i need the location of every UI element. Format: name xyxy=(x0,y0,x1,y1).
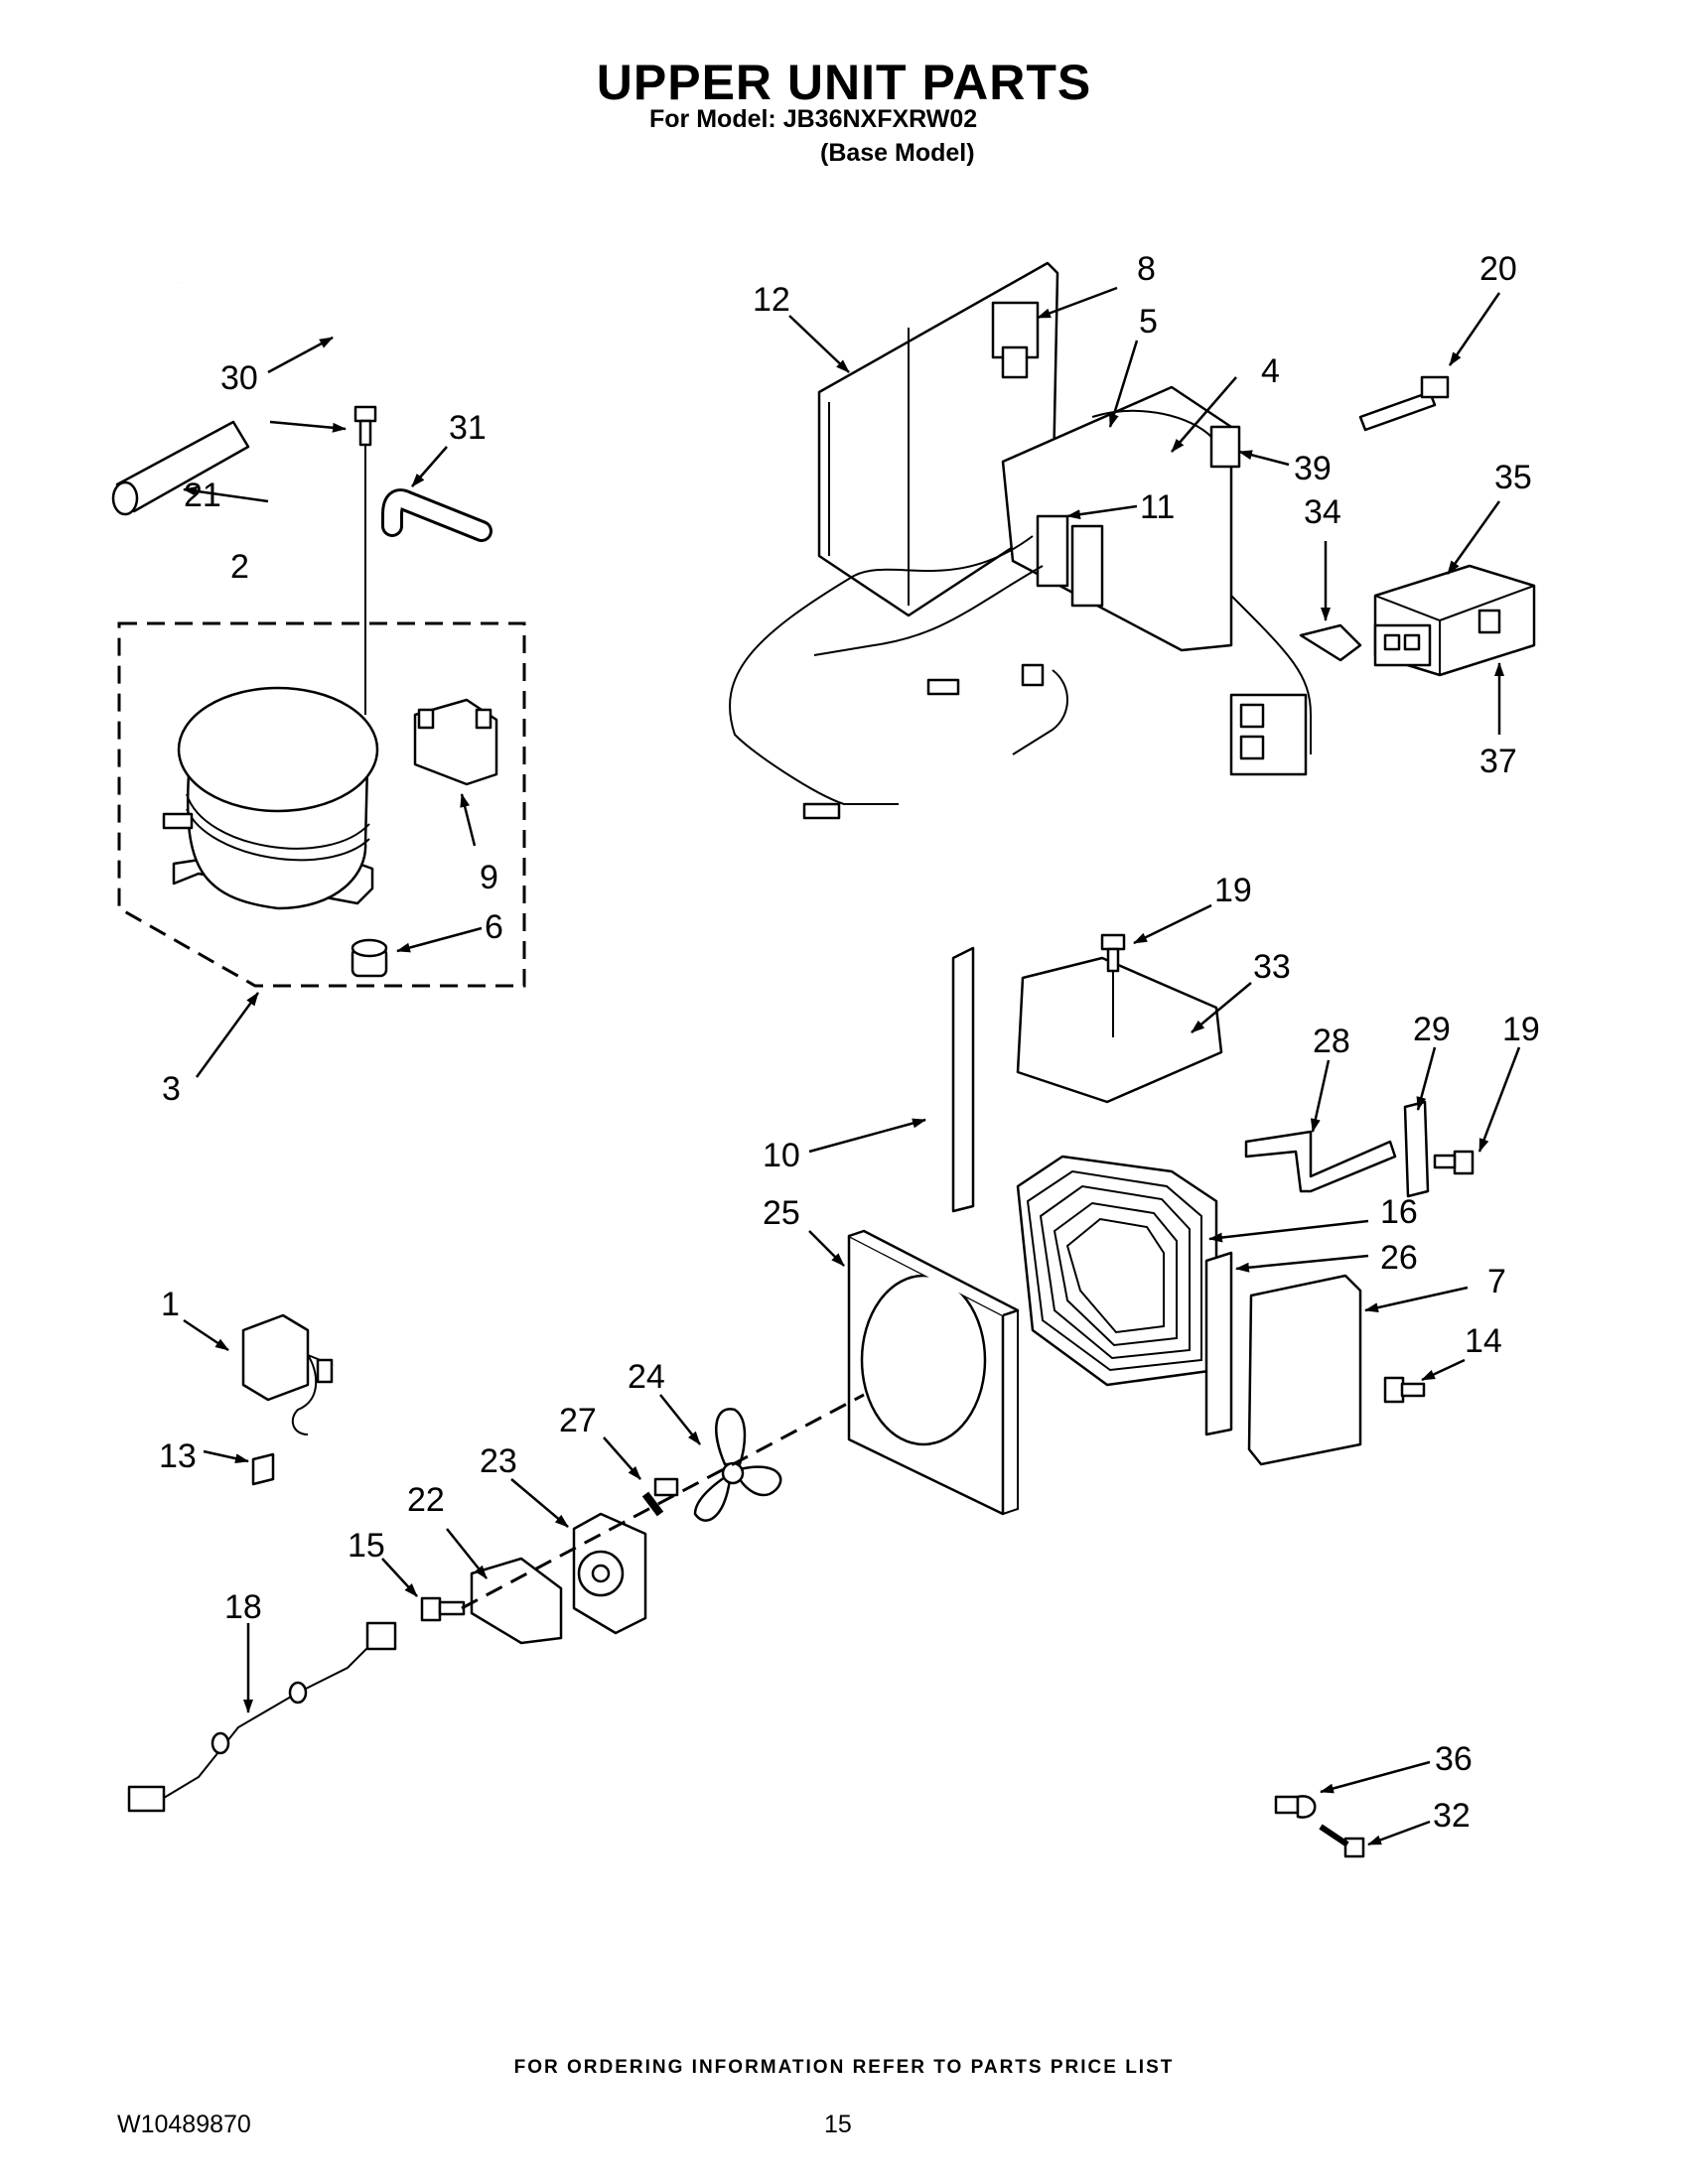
callout-22: 22 xyxy=(407,1481,445,1519)
callout-32: 32 xyxy=(1433,1797,1471,1835)
part-6-grommet-drawing xyxy=(351,938,388,978)
part-35-bracket-drawing xyxy=(1373,564,1536,677)
part-1-ballast-drawing xyxy=(241,1313,334,1435)
part-14-screw-drawing xyxy=(1383,1376,1426,1404)
callout-27: 27 xyxy=(559,1402,597,1439)
callout-6: 6 xyxy=(485,908,503,946)
callout-20: 20 xyxy=(1479,250,1517,288)
callout-31: 31 xyxy=(449,409,487,447)
callout-12: 12 xyxy=(753,281,790,319)
callout-16: 16 xyxy=(1380,1193,1418,1231)
control-panel-drawing xyxy=(729,261,1362,820)
part-21-drier-drawing xyxy=(111,420,250,516)
page-title: UPPER UNIT PARTS xyxy=(596,55,1092,110)
callout-37: 37 xyxy=(1479,743,1517,780)
callout-19-side: 19 xyxy=(1502,1011,1540,1048)
callout-34: 34 xyxy=(1304,493,1341,531)
callout-23: 23 xyxy=(480,1442,517,1480)
callout-24: 24 xyxy=(628,1358,665,1396)
callout-8: 8 xyxy=(1137,250,1156,288)
ordering-note: FOR ORDERING INFORMATION REFER TO PARTS … xyxy=(513,2057,1175,2078)
callout-19-top: 19 xyxy=(1214,872,1252,909)
part-30-tube-drawing xyxy=(174,221,362,526)
callout-15: 15 xyxy=(348,1527,385,1565)
part-26-strip-drawing xyxy=(1204,1251,1233,1436)
part-32-screw-drawing xyxy=(1319,1824,1365,1858)
callout-21: 21 xyxy=(184,477,221,514)
part-13-clip-drawing xyxy=(251,1452,275,1486)
callout-14: 14 xyxy=(1465,1322,1502,1360)
callout-35: 35 xyxy=(1494,459,1532,496)
callout-26: 26 xyxy=(1380,1239,1418,1277)
callout-1: 1 xyxy=(161,1286,180,1323)
fan-axis-centerline xyxy=(461,1393,865,1610)
callout-25: 25 xyxy=(763,1194,800,1232)
callout-9: 9 xyxy=(480,859,498,896)
part-16-condenser-drawing xyxy=(1016,1155,1218,1387)
callout-36: 36 xyxy=(1435,1740,1473,1778)
callout-11: 11 xyxy=(1140,488,1175,526)
callout-labels: 1 2 3 4 5 6 7 8 9 10 11 12 13 14 15 16 1… xyxy=(159,250,1540,1835)
callout-18: 18 xyxy=(224,1588,262,1626)
part-18-harness-drawing xyxy=(127,1621,397,1813)
model-line: For Model: JB36NXFXRW02 xyxy=(649,105,978,133)
callout-30: 30 xyxy=(220,359,258,397)
callout-39: 39 xyxy=(1294,450,1332,487)
callout-33: 33 xyxy=(1253,948,1291,986)
part-29-strip-drawing xyxy=(1403,1100,1430,1198)
part-10-strip-drawing xyxy=(951,946,975,1213)
part-3-compressor-drawing xyxy=(162,686,379,910)
part-20-cable-tie-drawing xyxy=(1358,375,1450,432)
base-model-label: (Base Model) xyxy=(820,139,975,167)
callout-13: 13 xyxy=(159,1437,197,1475)
part-31-hose-drawing xyxy=(381,488,492,542)
part-2-screw-drawing xyxy=(353,405,377,715)
page-number: 15 xyxy=(824,2111,852,2138)
part-19-screw-top-drawing xyxy=(1100,933,1126,1037)
part-24-fan-blade-drawing xyxy=(693,1408,782,1522)
callout-10: 10 xyxy=(763,1137,800,1174)
callout-5: 5 xyxy=(1139,303,1158,341)
callout-3: 3 xyxy=(162,1070,181,1108)
part-9-relay-drawing xyxy=(413,698,498,786)
part-23-motor-drawing xyxy=(572,1512,647,1635)
callout-7: 7 xyxy=(1487,1263,1506,1300)
part-36-clamp-drawing xyxy=(1274,1795,1317,1819)
document-number: W10489870 xyxy=(117,2111,251,2138)
part-22-bracket-drawing xyxy=(470,1557,563,1645)
part-28-bracket-drawing xyxy=(1244,1130,1397,1193)
part-25-shroud-drawing xyxy=(847,1229,1020,1516)
part-33-cover-drawing xyxy=(1016,956,1223,1104)
part-15-screw-drawing xyxy=(420,1596,466,1622)
callout-2: 2 xyxy=(230,548,249,586)
part-3-compressor-assembly-outline xyxy=(117,621,526,988)
part-19-screw-side-drawing xyxy=(1433,1150,1475,1175)
leader-arrows xyxy=(183,286,1521,1846)
callout-28: 28 xyxy=(1313,1023,1350,1060)
callout-4: 4 xyxy=(1261,352,1280,390)
callout-29: 29 xyxy=(1413,1011,1451,1048)
part-7-shield-drawing xyxy=(1247,1274,1362,1466)
part-27-screw-drawing xyxy=(641,1477,679,1517)
